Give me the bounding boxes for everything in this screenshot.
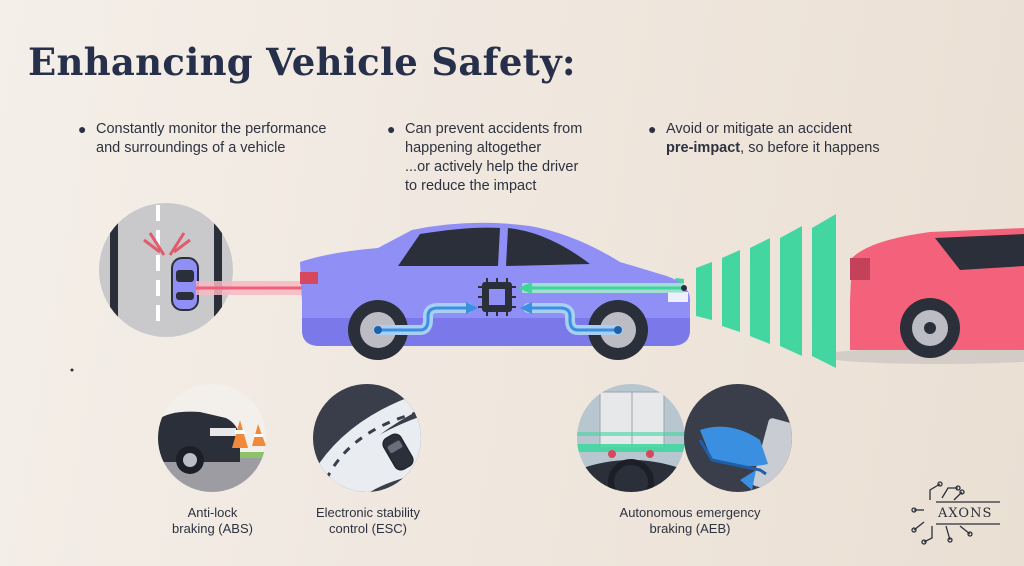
bullet-line: happening altogether <box>405 140 542 156</box>
caption-line: Autonomous emergency <box>619 505 761 520</box>
aeb-dashboard-illustration <box>577 384 685 492</box>
radar-waves <box>668 214 836 368</box>
top-view-road-circle <box>99 203 233 337</box>
esc-car-icon <box>382 433 414 471</box>
bullet-avoid: ● Avoid or mitigate an accident pre-impa… <box>648 120 916 158</box>
bullet-dot: ● <box>387 121 396 137</box>
bullet-prevent: ● Can prevent accidents from happening a… <box>387 120 625 196</box>
bullet-text: , so before it happens <box>740 140 880 156</box>
caption-line: braking (ABS) <box>172 521 253 536</box>
bullet-monitor: ● Constantly monitor the performance and… <box>78 120 366 158</box>
caption-line: Anti-lock <box>187 505 238 520</box>
axons-logo-icon <box>911 481 1000 545</box>
esc-illustration <box>313 384 421 492</box>
bullet-line: Avoid or mitigate an accident <box>666 121 852 137</box>
bullet-line: Can prevent accidents from <box>405 121 583 137</box>
bullet-line: Constantly monitor the performance <box>96 121 327 137</box>
bullet-line: and surroundings of a vehicle <box>96 140 286 156</box>
caption-abs: Anti-lock braking (ABS) <box>150 505 275 537</box>
bullet-dot: ● <box>78 121 87 137</box>
top-view-car-icon <box>171 257 199 311</box>
radar-arcs-icon <box>143 232 191 256</box>
chip-icon <box>478 278 516 316</box>
wheel-signal-arrows <box>373 302 623 335</box>
caption-line: braking (AEB) <box>649 521 731 536</box>
bullet-dot: ● <box>648 121 657 137</box>
aeb-pedal-illustration <box>684 384 792 492</box>
radar-signal-arrow <box>518 282 687 294</box>
red-car-ahead <box>820 228 1024 364</box>
stray-dot <box>70 368 74 372</box>
bold-term: pre-impact <box>666 140 741 156</box>
main-car <box>300 222 690 360</box>
caption-esc: Electronic stability control (ESC) <box>298 505 438 537</box>
abs-illustration <box>158 384 266 492</box>
caption-line: Electronic stability <box>315 505 421 520</box>
caption-line: control (ESC) <box>328 521 408 536</box>
logo-text: AXONS <box>938 506 993 521</box>
bullet-line: ...or actively help the driver <box>405 159 579 175</box>
bullet-line: to reduce the impact <box>405 178 537 194</box>
page-title: Enhancing Vehicle Safety: <box>28 40 576 84</box>
bullet-line: pre-impact, so before it happens <box>666 139 916 158</box>
caption-aeb: Autonomous emergency braking (AEB) <box>590 505 790 537</box>
traffic-cone-icon <box>232 420 266 448</box>
